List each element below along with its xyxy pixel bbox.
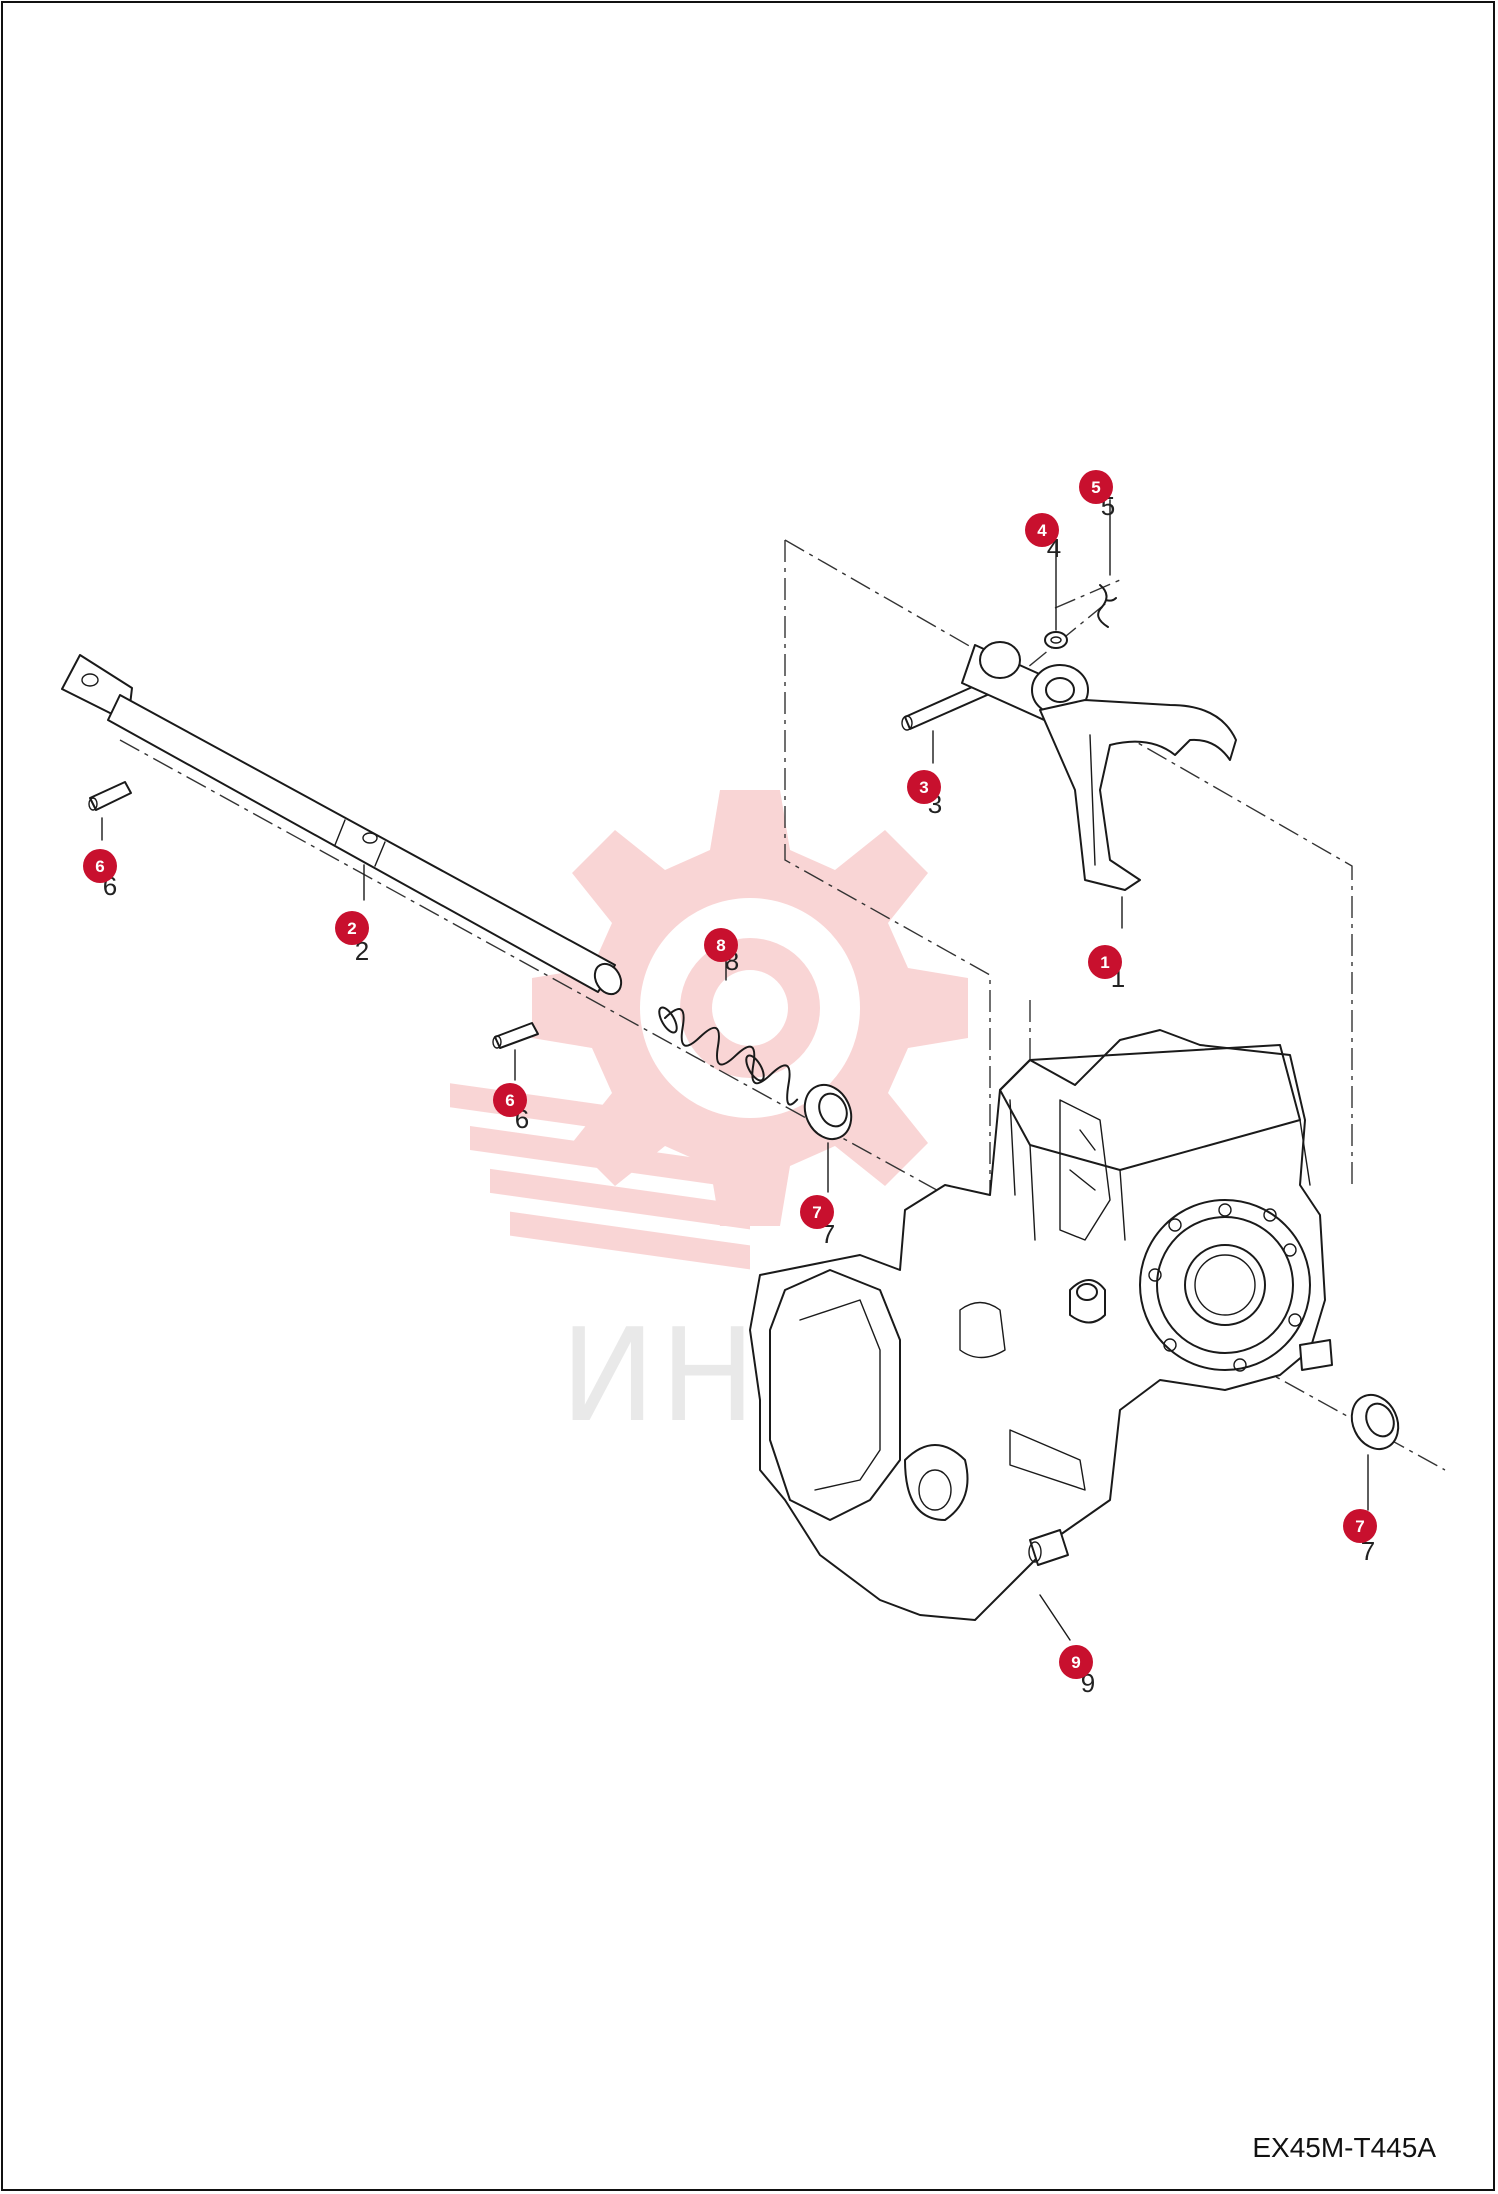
part-6-pin-upper — [88, 781, 132, 811]
svg-text:2: 2 — [347, 919, 356, 938]
callout-6-upper[interactable]: 6 6 — [83, 849, 117, 901]
callout-9[interactable]: 9 9 — [1059, 1645, 1095, 1698]
callout-2[interactable]: 2 2 — [335, 911, 369, 966]
svg-text:6: 6 — [95, 857, 104, 876]
callout-6-lower[interactable]: 6 6 — [493, 1083, 529, 1134]
callout-7-right[interactable]: 7 7 — [1343, 1509, 1377, 1566]
callout-1[interactable]: 1 1 — [1088, 945, 1125, 993]
callout-7-left[interactable]: 7 7 — [800, 1195, 835, 1249]
part-7-oil-seal-right — [1350, 1393, 1400, 1451]
part-9-transmission-case — [749, 1029, 1333, 1621]
part-8-detent-spring — [658, 1006, 799, 1106]
svg-text:6: 6 — [505, 1091, 514, 1110]
svg-text:7: 7 — [812, 1203, 821, 1222]
callout-8[interactable]: 8 8 — [704, 928, 739, 976]
callout-5[interactable]: 5 5 — [1079, 470, 1115, 521]
drawing-code: EX45M-T445A — [1252, 2132, 1436, 2163]
svg-text:3: 3 — [919, 778, 928, 797]
svg-text:9: 9 — [1071, 1653, 1080, 1672]
part-2-shift-rod — [61, 654, 623, 996]
svg-text:7: 7 — [1361, 1536, 1375, 1566]
svg-text:8: 8 — [716, 936, 725, 955]
callout-4[interactable]: 4 4 — [1025, 513, 1061, 563]
part-4-washer — [1044, 631, 1068, 649]
callout-markers: 1 1 2 2 3 3 4 4 5 5 6 6 6 — [83, 470, 1377, 1698]
part-6-pin-lower — [492, 1022, 539, 1049]
svg-text:5: 5 — [1091, 478, 1100, 497]
part-5-snap-pin — [1097, 584, 1117, 628]
svg-text:7: 7 — [1355, 1517, 1364, 1536]
callout-3[interactable]: 3 3 — [907, 770, 942, 819]
svg-text:1: 1 — [1100, 953, 1109, 972]
leader-lines — [101, 499, 1369, 1641]
part-7-oil-seal-left — [803, 1083, 853, 1141]
part-1-shift-fork — [961, 641, 1237, 891]
svg-text:4: 4 — [1037, 521, 1047, 540]
